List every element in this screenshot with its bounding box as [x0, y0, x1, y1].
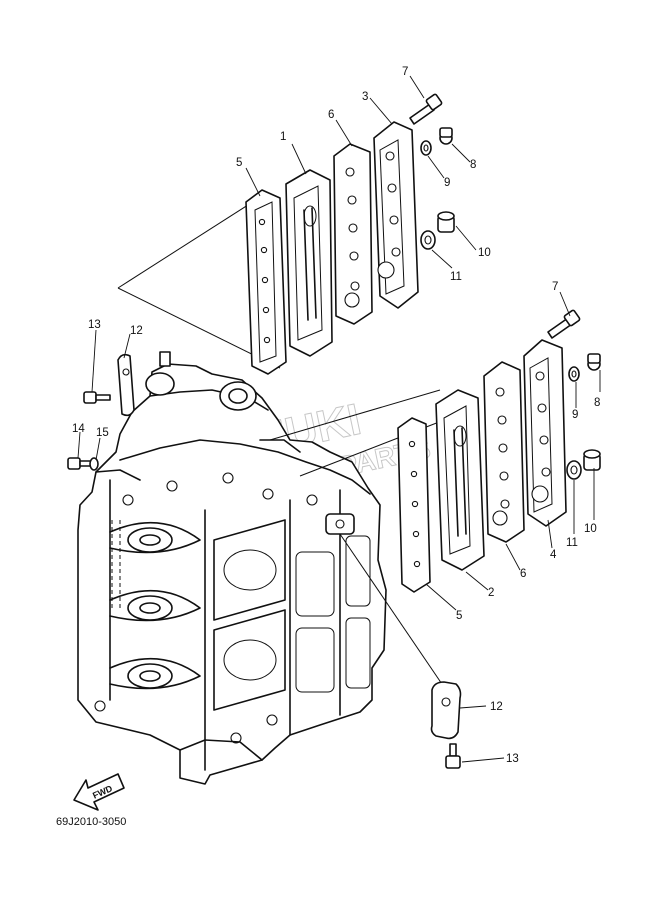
upper-gasket-6 — [333, 143, 373, 325]
hanger-12-left — [117, 353, 135, 417]
right-gasket-6 — [483, 361, 525, 543]
diagram-code: 69J2010-3050 — [56, 816, 126, 828]
right-plate-2 — [435, 389, 485, 571]
right-bolt-8 — [587, 353, 601, 371]
callout-13-left: 13 — [88, 319, 101, 331]
callout-leaders — [77, 75, 601, 763]
callout-10-right: 10 — [584, 523, 597, 535]
callout-labels: 1 2 3 4 5 5 6 6 7 7 8 8 9 9 10 10 11 11 … — [72, 66, 600, 765]
upper-plate-1 — [285, 169, 333, 357]
right-bolt-7 — [547, 309, 581, 339]
callout-6-upper: 6 — [328, 109, 334, 121]
callout-10-upper: 10 — [478, 247, 491, 259]
callout-12-right: 12 — [490, 701, 503, 713]
cylinder-block — [77, 351, 387, 785]
callout-7-right: 7 — [552, 281, 558, 293]
upper-plug-10 — [437, 211, 455, 233]
callout-11-upper: 11 — [450, 271, 462, 283]
callout-6-right: 6 — [520, 568, 526, 580]
callout-5-upper: 5 — [236, 157, 242, 169]
right-gasket-5 — [397, 417, 431, 593]
callout-9-right: 9 — [572, 409, 578, 421]
upper-cover-3 — [373, 121, 419, 309]
hanger-12-right — [430, 681, 462, 740]
right-plug-10 — [583, 449, 601, 471]
callout-8-right: 8 — [594, 397, 600, 409]
callout-8-upper: 8 — [470, 159, 476, 171]
bolt-13-right — [445, 743, 461, 769]
callout-13-right: 13 — [506, 753, 519, 765]
callout-9-upper: 9 — [444, 177, 450, 189]
right-washer-11 — [566, 460, 582, 480]
upper-washer-11 — [420, 230, 436, 250]
callout-2: 2 — [488, 587, 494, 599]
upper-gasket-5 — [245, 189, 287, 375]
callout-5-right: 5 — [456, 610, 462, 622]
bolt-14 — [67, 457, 93, 470]
right-washer-9 — [568, 366, 580, 382]
callout-4: 4 — [550, 549, 557, 561]
washer-15 — [89, 457, 99, 471]
callout-12-left: 12 — [130, 325, 143, 337]
right-cover-4 — [523, 339, 567, 527]
upper-washer-9 — [420, 140, 432, 156]
bolt-13-left — [83, 391, 111, 404]
callout-7-upper: 7 — [402, 66, 408, 78]
callout-11-right: 11 — [566, 537, 578, 549]
fwd-arrow-icon: FWD — [73, 773, 125, 811]
callout-15: 15 — [96, 427, 109, 439]
upper-bolt-7 — [409, 93, 443, 125]
callout-1: 1 — [280, 131, 286, 143]
callout-14: 14 — [72, 423, 85, 435]
callout-3: 3 — [362, 91, 368, 103]
upper-bolt-8 — [439, 127, 453, 145]
